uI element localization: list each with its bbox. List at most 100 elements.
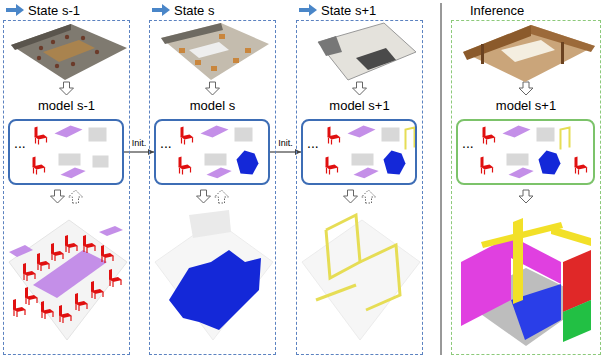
chair-icon bbox=[181, 135, 194, 140]
chair-icon bbox=[41, 301, 44, 312]
chair-leg bbox=[36, 298, 37, 303]
model-label: model s bbox=[150, 98, 275, 114]
chair-leg bbox=[70, 316, 71, 321]
chair-icon bbox=[326, 165, 339, 170]
chair-leg bbox=[68, 248, 69, 253]
point-cloud bbox=[245, 48, 251, 53]
class-icon bbox=[507, 154, 529, 166]
flow-arrow bbox=[344, 190, 358, 203]
model-box: ... bbox=[154, 119, 270, 185]
chair-leg bbox=[52, 312, 53, 317]
chair-icon bbox=[25, 295, 38, 300]
chair-leg bbox=[102, 292, 103, 297]
chair-leg bbox=[484, 170, 485, 175]
point-cloud bbox=[189, 42, 229, 58]
chair-leg bbox=[94, 246, 95, 251]
header-arrow-icon bbox=[6, 4, 24, 16]
chair-leg bbox=[179, 168, 180, 174]
chair-leg bbox=[24, 310, 25, 315]
chair-icon bbox=[109, 269, 112, 280]
flow-arrow bbox=[51, 190, 65, 203]
segmentation bbox=[169, 250, 261, 330]
chair-icon bbox=[13, 299, 16, 310]
chair-icon bbox=[575, 157, 578, 168]
segmentation bbox=[513, 218, 523, 304]
chair-leg bbox=[36, 170, 37, 175]
flow-arrow bbox=[519, 82, 533, 95]
class-icon bbox=[205, 154, 227, 166]
chair-icon bbox=[23, 263, 26, 274]
table-icon bbox=[61, 168, 86, 179]
chair-leg bbox=[575, 168, 576, 174]
chair-leg bbox=[337, 168, 338, 173]
chair-leg bbox=[586, 168, 587, 173]
chair-icon bbox=[23, 271, 36, 276]
segmentation bbox=[33, 250, 107, 298]
segmentation bbox=[360, 245, 400, 310]
state-panel: State smodel s... bbox=[149, 20, 276, 355]
state-panel: Inferencemodel s+1... bbox=[451, 20, 601, 355]
chair-leg bbox=[329, 170, 330, 175]
chair-icon bbox=[483, 135, 496, 140]
point-cloud bbox=[11, 24, 127, 80]
point-cloud bbox=[561, 42, 564, 64]
chair-leg bbox=[62, 254, 63, 259]
segmentation bbox=[461, 236, 511, 326]
feedback-arrow bbox=[215, 190, 229, 203]
segmentation bbox=[189, 210, 231, 238]
chair-leg bbox=[75, 304, 76, 310]
flow-arrow bbox=[60, 82, 74, 95]
chair-leg bbox=[76, 246, 77, 251]
chair-leg bbox=[328, 138, 329, 144]
chair-leg bbox=[54, 256, 55, 261]
point-cloud bbox=[356, 48, 396, 70]
ellipsis-text: ... bbox=[307, 135, 319, 152]
chair-icon bbox=[25, 287, 28, 298]
point-cloud bbox=[463, 25, 595, 82]
class-icon bbox=[561, 128, 570, 150]
point-cloud bbox=[481, 44, 484, 64]
chair-icon bbox=[35, 135, 48, 140]
point-cloud bbox=[161, 23, 223, 44]
divider-line bbox=[441, 3, 442, 355]
point-cloud bbox=[51, 40, 55, 44]
chair-leg bbox=[483, 138, 484, 144]
chair-leg bbox=[48, 264, 49, 269]
chair-leg bbox=[65, 246, 66, 252]
chair-leg bbox=[35, 138, 36, 144]
point-cloud bbox=[65, 35, 69, 39]
chair-leg bbox=[109, 280, 110, 286]
point-cloud bbox=[43, 40, 95, 62]
feedback-arrow bbox=[362, 190, 376, 203]
segmentation bbox=[481, 222, 563, 248]
point-cloud bbox=[211, 66, 217, 71]
flow-arrow bbox=[206, 82, 220, 95]
segmentation bbox=[9, 220, 127, 340]
chair-leg bbox=[86, 304, 87, 309]
table-icon bbox=[207, 168, 232, 179]
state-panel: State s-1model s-1... bbox=[3, 20, 130, 355]
chair-leg bbox=[181, 138, 182, 144]
chair-icon bbox=[328, 127, 331, 138]
table-icon bbox=[55, 126, 83, 138]
chair-icon bbox=[41, 309, 54, 314]
chair-icon bbox=[179, 165, 192, 170]
flow-arrow bbox=[197, 190, 211, 203]
chair-icon bbox=[481, 165, 494, 170]
class-icon bbox=[237, 151, 259, 175]
segmentation bbox=[99, 226, 123, 236]
model-label: model s+1 bbox=[297, 98, 422, 114]
chair-leg bbox=[578, 170, 579, 175]
point-cloud bbox=[71, 62, 75, 66]
header-arrow-icon bbox=[152, 4, 170, 16]
point-cloud bbox=[233, 58, 239, 63]
chair-leg bbox=[486, 140, 487, 145]
chair-icon bbox=[109, 277, 122, 282]
point-cloud bbox=[95, 50, 99, 54]
state-header: State s-1 bbox=[28, 3, 80, 19]
chair-icon bbox=[51, 243, 54, 254]
class-icon bbox=[352, 154, 374, 166]
chair-icon bbox=[37, 253, 40, 264]
chair-leg bbox=[339, 138, 340, 143]
